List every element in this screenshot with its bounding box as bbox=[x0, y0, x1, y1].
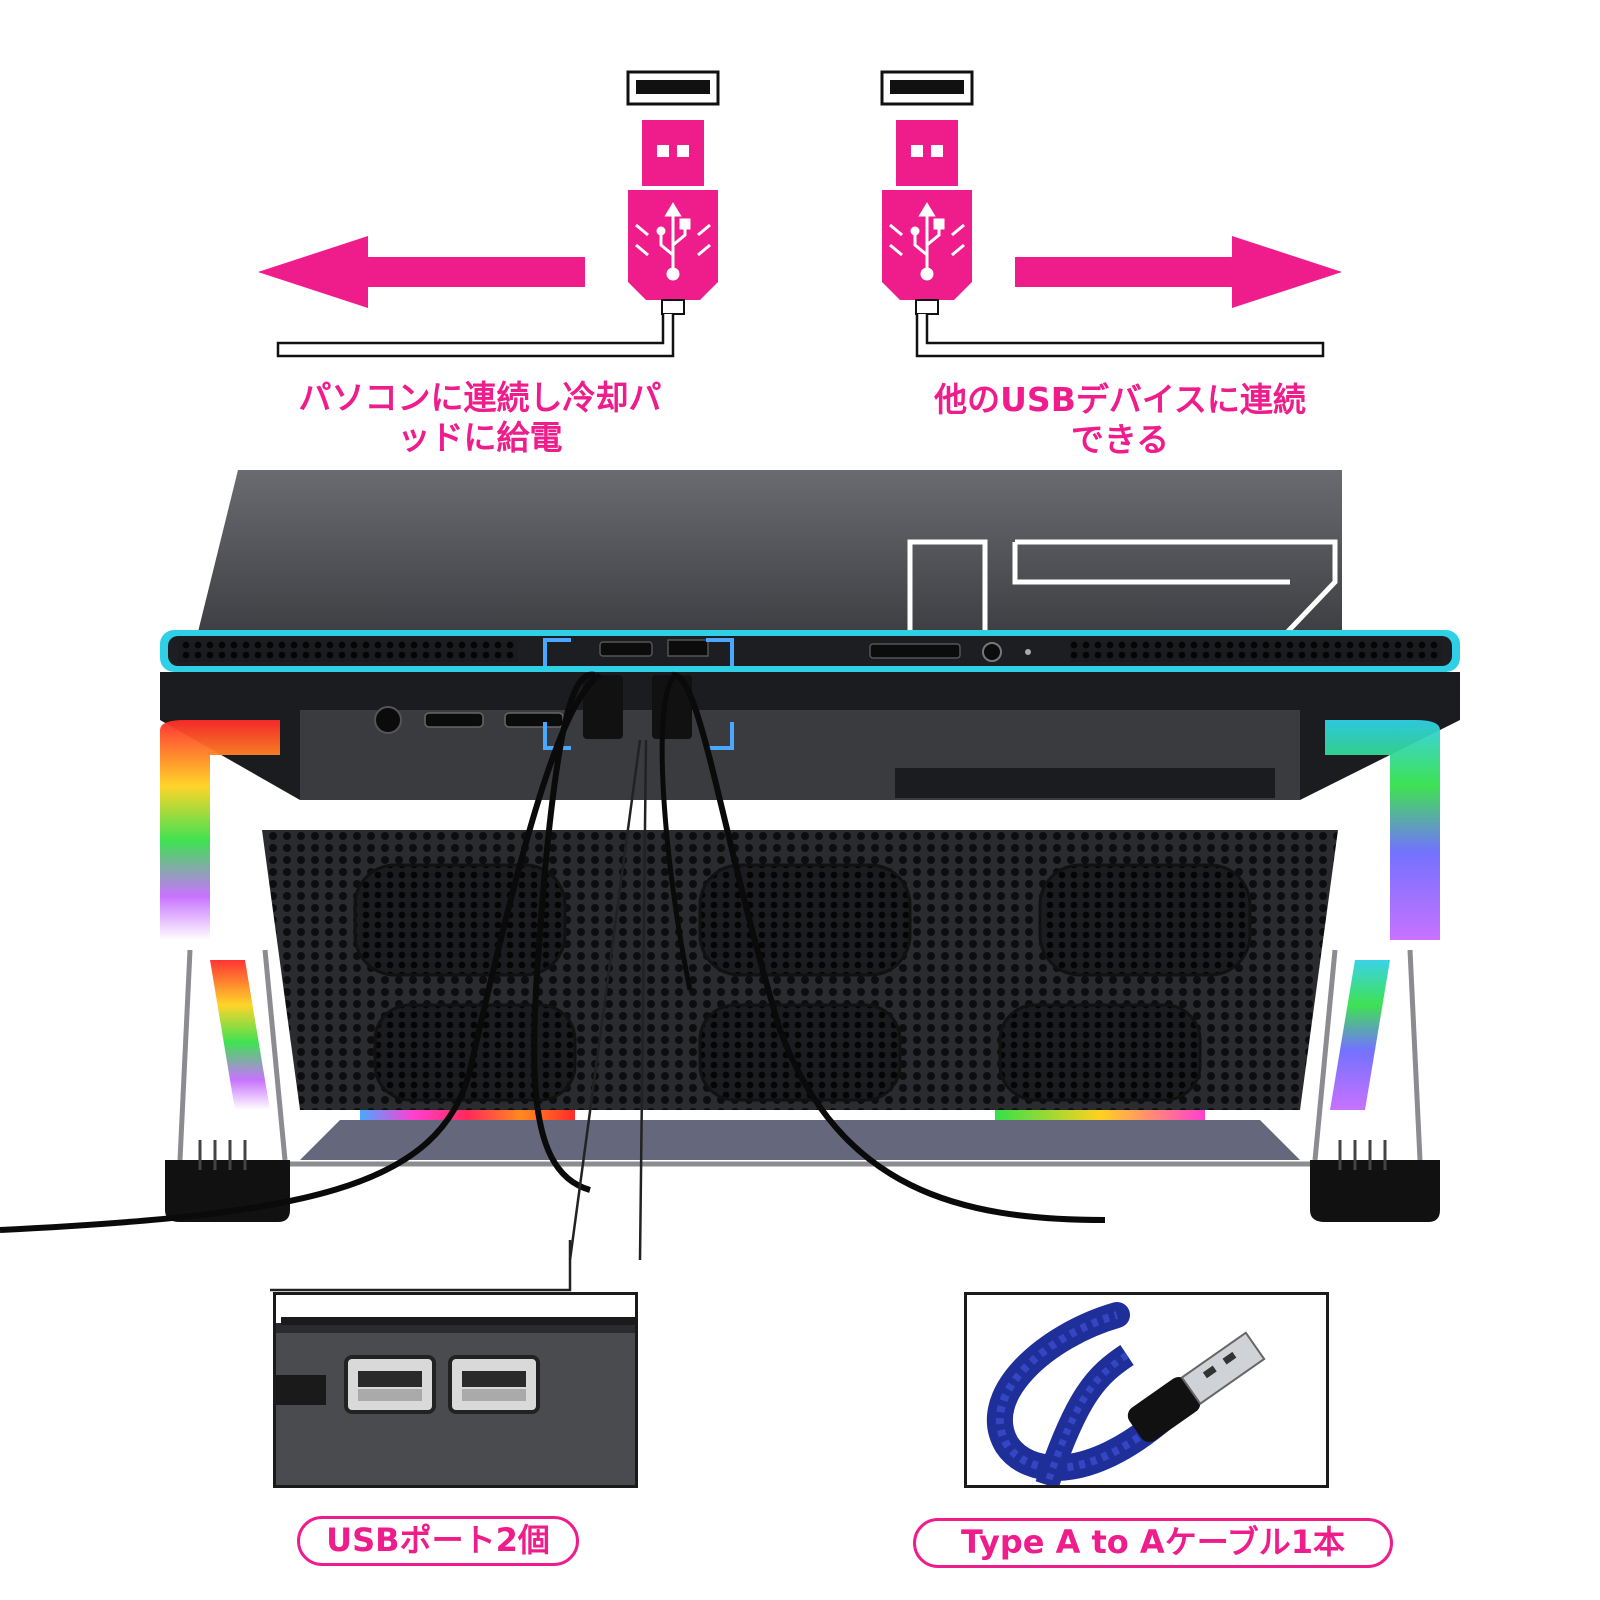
usb-ports-inset bbox=[273, 1292, 638, 1488]
cable-inset bbox=[964, 1292, 1329, 1488]
left-caption: パソコンに連続し冷却パ ッドに給電 bbox=[270, 378, 690, 458]
left-caption-line1: パソコンに連続し冷却パ bbox=[298, 378, 662, 417]
right-caption-line1: 他のUSBデバイスに連続 bbox=[934, 380, 1306, 419]
usb-symbol-icon bbox=[910, 202, 945, 281]
power-knob bbox=[374, 706, 402, 734]
usb-symbol-icon bbox=[656, 202, 691, 281]
cable-label: Type A to Aケーブル1本 bbox=[913, 1518, 1393, 1568]
ethernet-port bbox=[667, 639, 709, 657]
usb-plug-icon bbox=[626, 70, 720, 315]
rear-port bbox=[869, 643, 961, 659]
usb-cable-right bbox=[671, 672, 1106, 1223]
usb-cable-closeup bbox=[987, 1302, 1266, 1485]
cooling-pad-illustration bbox=[0, 470, 1460, 1260]
stand-legs bbox=[177, 949, 1423, 1167]
usb-plug-left bbox=[583, 675, 623, 739]
usb-plug-icon bbox=[880, 70, 974, 315]
usb-connection-diagram bbox=[258, 70, 1342, 358]
arrow-right-icon bbox=[1015, 236, 1342, 308]
usb-ports-closeup bbox=[276, 1317, 635, 1485]
usb-ports-label: USBポート2個 bbox=[297, 1516, 579, 1566]
hdmi-port bbox=[599, 641, 653, 657]
laptop-lid bbox=[196, 470, 1342, 640]
arrow-left-icon bbox=[258, 236, 585, 308]
port-highlight bbox=[543, 638, 734, 750]
usb-port-1 bbox=[344, 1355, 436, 1414]
right-caption: 他のUSBデバイスに連続 できる bbox=[905, 380, 1335, 460]
left-caption-line2: ッドに給電 bbox=[397, 418, 563, 457]
usb-port-2 bbox=[448, 1355, 540, 1414]
right-caption-line2: できる bbox=[1070, 420, 1170, 459]
